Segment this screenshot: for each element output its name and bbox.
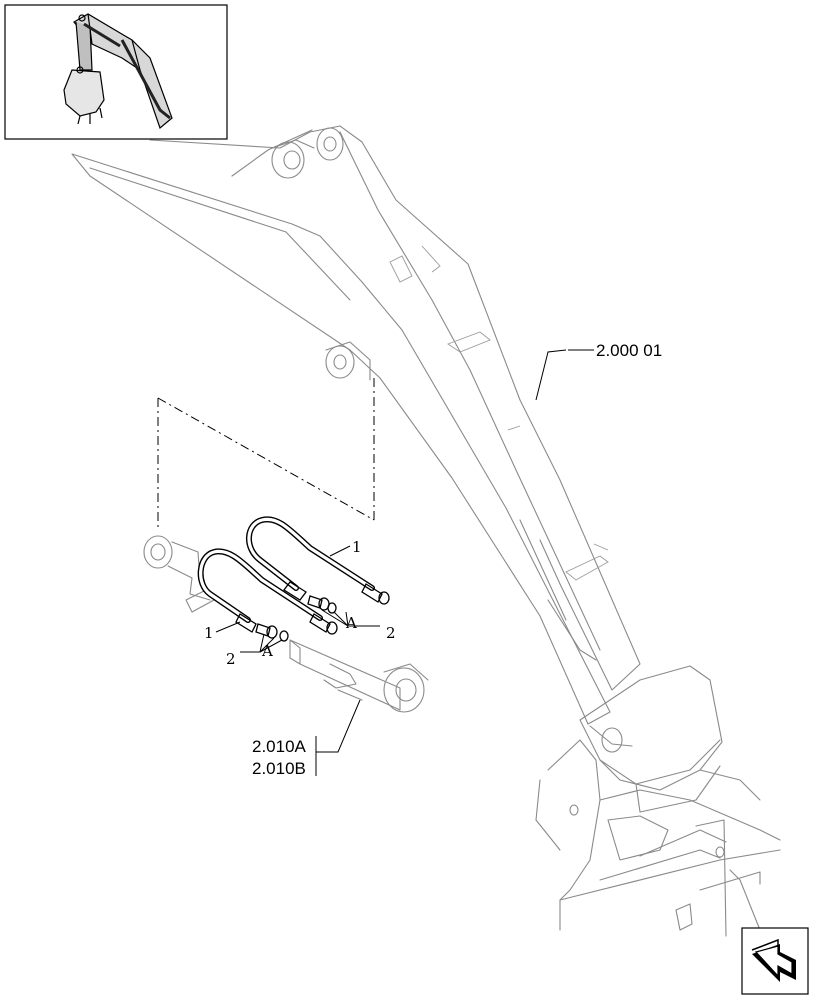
swing-bracket-outline [535,665,781,937]
callout-group-upper: A [345,614,357,632]
excavator-arm-thumbnail-icon [63,13,173,130]
alignment-lines [157,378,375,528]
return-arrow-icon[interactable] [741,927,809,995]
boom-reference[interactable]: 2.000 01 [596,341,662,360]
callout-fitting-lower: 2 [226,650,236,668]
hose-lower[interactable] [197,548,338,635]
callout-fitting-upper: 2 [386,624,396,642]
locator-thumbnail[interactable] [4,4,228,140]
cylinder-reference-a[interactable]: 2.010A [252,737,307,756]
callout-labels: 1 1 2 2 A A [204,538,396,668]
boom-cylinder [143,535,429,713]
callout-hose-upper: 1 [352,538,362,556]
boom-outline [71,125,641,725]
callout-leaders [215,349,567,753]
adapter-group-upper[interactable] [307,595,337,614]
hose-end-fitting [283,581,390,605]
cylinder-reference-b[interactable]: 2.010B [252,759,306,778]
hose-end-fitting [235,613,338,635]
reference-labels: 2.000 01 2.010A 2.010B [252,341,662,778]
callout-hose-lower: 1 [204,624,214,642]
adapter-group-lower[interactable] [255,623,289,642]
callout-group-lower: A [261,642,273,660]
hose-upper[interactable] [246,516,390,605]
